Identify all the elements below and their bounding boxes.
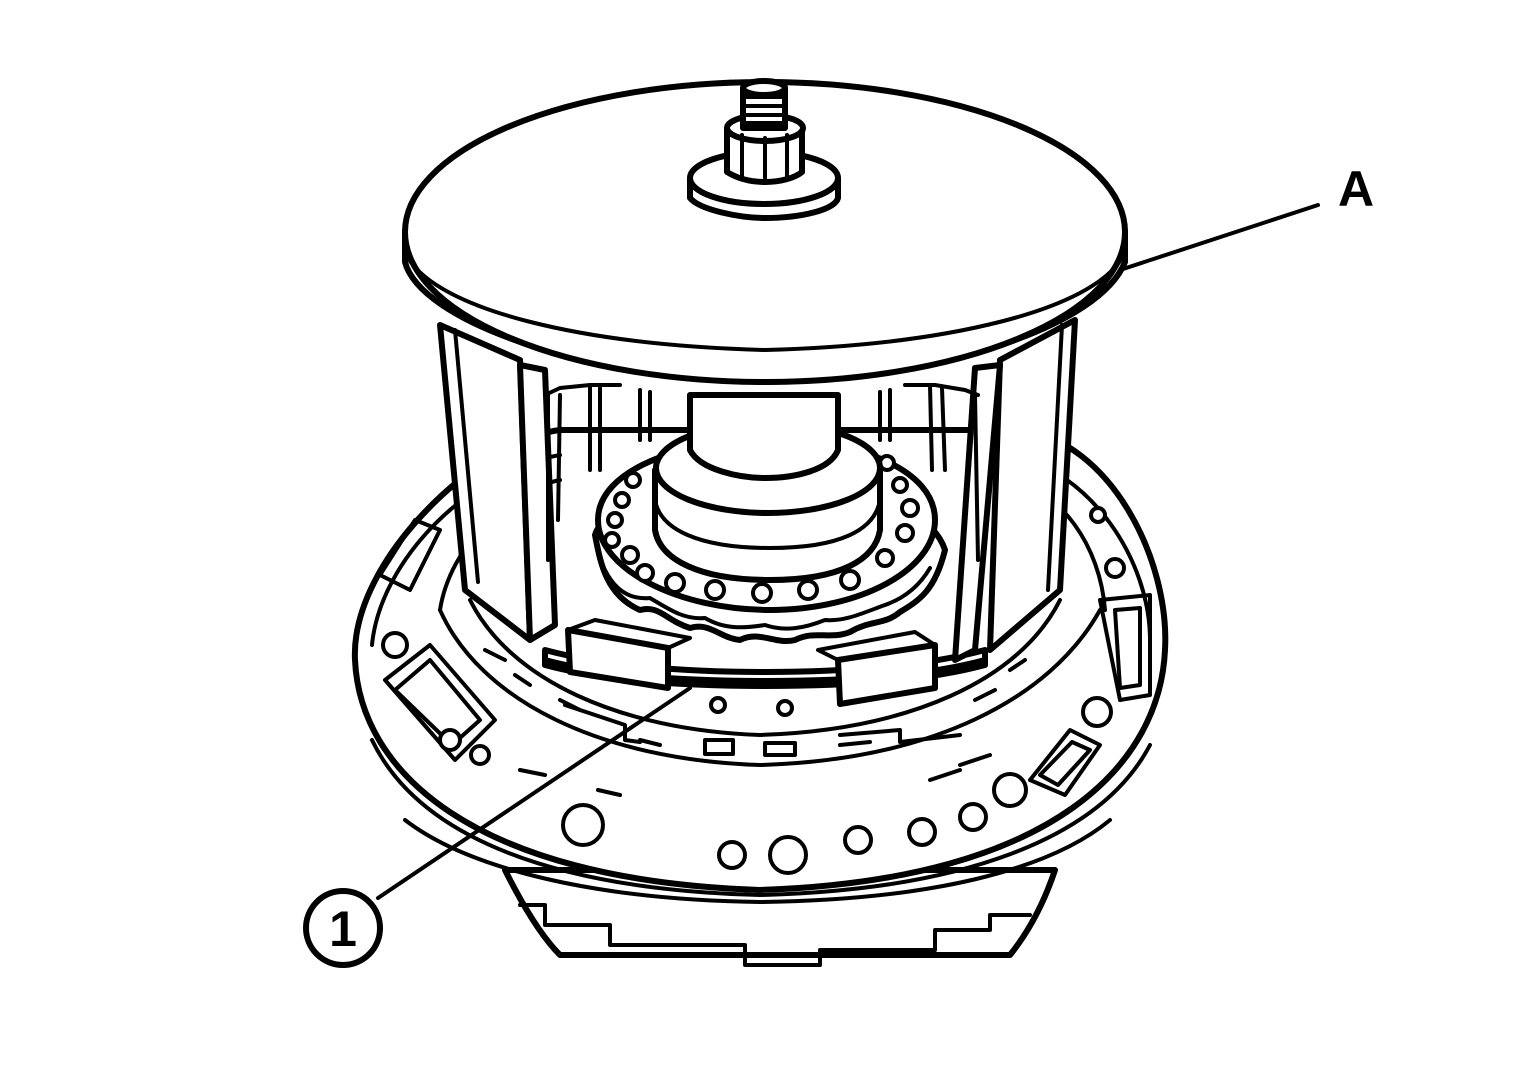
housing-pocket-right-3: [1028, 728, 1102, 797]
plate-tab-left-top: [566, 618, 692, 650]
callout-circle-1: [303, 888, 383, 968]
housing-lower-rim-2: [403, 818, 1112, 904]
plate-tab-right: [835, 642, 938, 707]
housing-pocket-right-2: [1113, 606, 1142, 690]
callout-label-1: 1: [329, 901, 357, 957]
housing-holes: [381, 506, 1126, 875]
housing-slots: [483, 648, 1027, 797]
leader-line-1: [376, 686, 692, 900]
inner-hub: [592, 392, 948, 644]
housing-pocket-left-2: [393, 658, 482, 747]
nut-flats: [740, 133, 789, 184]
housing-lower-rim: [370, 738, 1152, 897]
callout-1: 1: [303, 686, 692, 968]
tool-leg-right-back: [987, 317, 1078, 653]
tool-nut-bolt: [687, 78, 841, 221]
housing-pocket-left-3: [378, 518, 442, 592]
plate-tab-right-top: [816, 630, 937, 662]
housing-pocket-right-4: [1038, 740, 1092, 787]
tool-disc-rim-edge: [406, 256, 1124, 352]
housing-inner-step: [438, 608, 1102, 767]
drum-fins-top: [543, 383, 980, 397]
center-boss-edge: [653, 498, 882, 550]
leader-line-a: [1118, 203, 1320, 272]
compressor-tool: [402, 78, 1128, 663]
plate-tab-left: [565, 627, 671, 691]
housing-pocket-left-1: [383, 643, 497, 762]
housing-inner-step-2: [468, 598, 1062, 737]
drum-fins: [546, 383, 980, 562]
bearing-holes: [603, 454, 920, 604]
wave-spring-crests: [603, 566, 932, 631]
clutch-plates: [542, 618, 988, 707]
bolt-tip: [740, 78, 788, 98]
callout-a: A: [1118, 161, 1374, 272]
center-shaft: [687, 392, 841, 481]
callout-label-a: A: [1338, 161, 1374, 217]
housing-pocket-right-1: [1098, 593, 1152, 702]
housing-skirt-notches: [518, 903, 1032, 967]
